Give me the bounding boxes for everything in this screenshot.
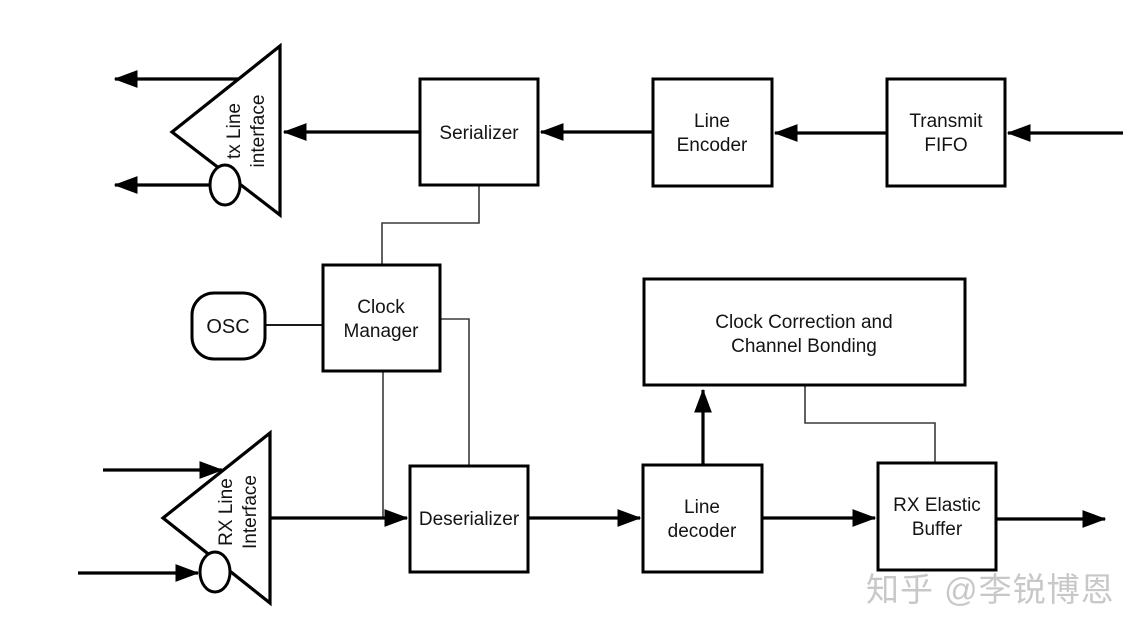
deserializer-block (408, 464, 530, 574)
clock-manager-label-line2: Manager (344, 321, 420, 342)
clock-correction-block (642, 277, 967, 387)
rx-elastic-buffer-block (876, 461, 998, 572)
serializer-block (418, 77, 540, 187)
wire-clock-manager-to-deserializer (441, 318, 470, 465)
rx-line-interface-label-group: RX Line Interface (216, 475, 261, 549)
line-encoder-label-line1: Line (694, 111, 730, 132)
transmit-fifo-label-line2: FIFO (924, 135, 967, 156)
tx-line-interface-label-line1: tx Line (224, 103, 245, 159)
line-decoder-label-line2: decoder (668, 521, 737, 542)
line-encoder-label-line2: Encoder (677, 135, 748, 156)
clock-correction-label-line2: Channel Bonding (731, 336, 877, 357)
clock-correction-label-line1: Clock Correction and (715, 312, 892, 333)
osc-label: OSC (206, 316, 249, 338)
rx-line-interface-label-line1: RX Line (216, 478, 237, 546)
clock-manager-label-line1: Clock (357, 297, 405, 318)
transmit-fifo-label-line1: Transmit (909, 111, 983, 132)
wire-clock-correction-to-rx-elastic-buffer (804, 386, 936, 462)
tx-interface-bubble (208, 163, 242, 207)
rx-interface-bubble (198, 550, 232, 594)
rx-line-interface-label-line2: Interface (240, 475, 261, 549)
rx-elastic-buffer-label-line2: Buffer (912, 519, 963, 540)
osc-block (190, 291, 267, 361)
line-encoder-block (651, 77, 774, 188)
line-decoder-label-line1: Line (684, 497, 720, 518)
wire-serializer-to-clock-manager (381, 186, 480, 264)
transmit-fifo-block (885, 77, 1007, 188)
deserializer-label: Deserializer (419, 509, 520, 530)
clock-manager-block (321, 263, 442, 373)
tx-line-interface-label-line2: interface (248, 95, 269, 168)
watermark-text: 知乎 @李锐博恩 (866, 571, 1115, 608)
rx-elastic-buffer-label-line1: RX Elastic (893, 495, 981, 516)
line-decoder-block (641, 463, 764, 574)
serializer-label: Serializer (439, 123, 519, 144)
tx-line-interface-label-group: tx Line interface (224, 95, 269, 168)
